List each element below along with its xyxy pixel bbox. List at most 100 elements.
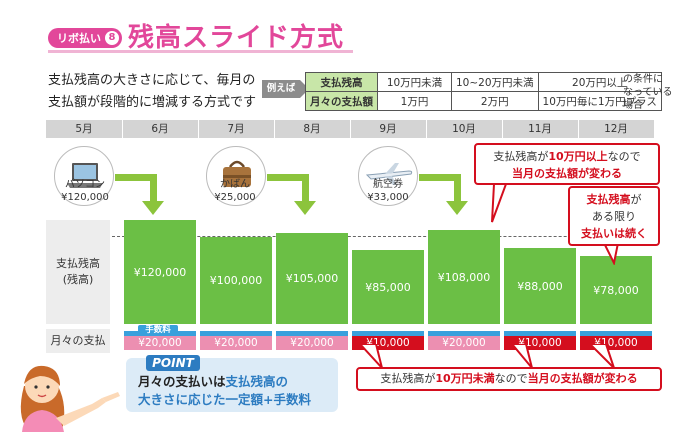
payment-label-box: 月々の支払 (46, 329, 110, 353)
month-label: 10月 (452, 123, 476, 135)
title-underline (48, 50, 353, 53)
month-label: 6月 (151, 123, 169, 135)
payment-bar: ¥20,000 (200, 336, 272, 350)
conditions-table: 支払残高 10万円未満 10~20万円未満 20万円以上 月々の支払額 1万円 … (305, 72, 662, 111)
callout-text: 支払残高が (380, 372, 436, 385)
balance-bar: ¥100,000 (200, 237, 272, 324)
conditions-row-head: 支払残高 (305, 72, 378, 92)
callout-text: なので (607, 150, 641, 163)
fee-strip (580, 331, 652, 336)
purchase-amount: ¥33,000 (367, 192, 409, 203)
arrow-down-icon (142, 201, 164, 215)
month-label: 7月 (227, 123, 245, 135)
woman-illustration (20, 365, 120, 432)
purchase-amount: ¥120,000 (61, 192, 109, 203)
month-label: 5月 (75, 123, 93, 135)
intro-line-1: 支払残高の大きさに応じて、毎月の (48, 73, 256, 88)
conditions-cell: 10万円未満 (377, 72, 452, 92)
callout-c-pointers (358, 344, 615, 369)
intro-text: 支払残高の大きさに応じて、毎月の 支払額が段階的に増減する方式です (48, 70, 258, 114)
month-divider (198, 120, 199, 138)
payment-bar: ¥20,000 (428, 336, 500, 350)
point-badge: POINT (146, 355, 200, 371)
conditions-cell: 10~20万円未満 (451, 72, 539, 92)
balance-bar: ¥108,000 (428, 230, 500, 324)
balance-value: ¥88,000 (517, 279, 563, 293)
purchase-label: パソコン ¥120,000 (50, 178, 120, 204)
callout-continues: 支払残高が ある限り 支払いは続く (568, 186, 660, 246)
callout-a-line-1: 支払残高が10万円以上なので (476, 148, 658, 165)
arrow-down-icon (446, 201, 468, 215)
conditions-row-head: 月々の支払額 (305, 91, 378, 111)
arrow-shaft (115, 174, 157, 181)
balance-label-box: 支払残高 (残高) (46, 220, 110, 324)
section-badge-label: リボ払い (57, 32, 101, 45)
balance-bar: ¥85,000 (352, 250, 424, 324)
callout-balance-under: 支払残高が10万円未満なので当月の支払額が変わる (356, 367, 662, 391)
point-text-highlight: 大きさに応じた一定額+手数料 (138, 392, 311, 407)
arrow-down-icon (294, 201, 316, 215)
callout-b-pointer (602, 243, 620, 265)
arrow-shaft (267, 174, 309, 181)
month-divider (426, 120, 427, 138)
conditions-note: の条件に なっている 場合 (623, 73, 683, 112)
intro-line-2: 支払額が段階的に増減する方式です (48, 95, 257, 110)
conditions-note-line: の条件に (623, 74, 663, 85)
fee-strip (200, 331, 272, 336)
purchase-label: かばん ¥25,000 (200, 178, 270, 204)
laptop-icon (54, 146, 114, 206)
callout-highlight: 10万円以上 (548, 150, 608, 163)
conditions-row: 月々の支払額 1万円 2万円 10万円毎に1万円プラス (305, 91, 662, 111)
page-title: 残高スライド方式 (128, 23, 345, 53)
callout-highlight: 支払残高 (586, 193, 631, 206)
callout-text: なので (494, 372, 528, 385)
balance-bar: ¥78,000 (580, 256, 652, 324)
callout-highlight: 当月の支払額が変わる (512, 167, 622, 180)
balance-bar: ¥120,000 (124, 220, 196, 324)
purchase-item: パソコン (65, 179, 105, 190)
fee-strip (428, 331, 500, 336)
arrow-shaft (454, 174, 461, 202)
purchase-item: かばん (220, 179, 250, 190)
fee-strip (276, 331, 348, 336)
month-divider (578, 120, 579, 138)
month-label: 11月 (528, 123, 552, 135)
section-badge: リボ払い 8 (48, 28, 122, 48)
balance-value: ¥108,000 (437, 270, 491, 284)
airplane-icon (358, 146, 418, 206)
example-arrow: 例えば (262, 80, 309, 98)
bag-icon (206, 146, 266, 206)
arrow-shaft (419, 174, 461, 181)
conditions-cell: 10万円毎に1万円プラス (537, 91, 662, 111)
balance-bar: ¥105,000 (276, 233, 348, 324)
point-line-1: 月々の支払いは支払残高の (138, 373, 334, 391)
arrow-shaft (302, 174, 309, 202)
callout-b-line-1: 支払残高が (570, 191, 658, 208)
balance-bar: ¥88,000 (504, 248, 576, 324)
callout-text: ある限り (592, 210, 636, 223)
balance-label-line: 支払残高 (56, 257, 100, 270)
balance-value: ¥100,000 (209, 274, 263, 287)
payment-bar: ¥20,000 (276, 336, 348, 350)
point-text: 月々の支払いは支払残高の 大きさに応じた一定額+手数料 (138, 373, 334, 409)
conditions-note-line: 場合 (623, 100, 643, 111)
callout-text: が (630, 193, 642, 206)
purchase-item: 航空券 (373, 179, 403, 190)
callout-highlight: 10万円未満 (435, 372, 495, 385)
month-label: 12月 (604, 123, 628, 135)
callout-highlight: 支払いは続く (581, 227, 647, 240)
balance-value: ¥85,000 (365, 280, 411, 294)
month-label: 9月 (379, 123, 397, 135)
conditions-row: 支払残高 10万円未満 10~20万円未満 20万円以上 (305, 72, 662, 92)
month-divider (350, 120, 351, 138)
month-divider (122, 120, 123, 138)
conditions-note-line: なっている (623, 87, 673, 98)
conditions-cell: 2万円 (451, 91, 539, 111)
arrow-shaft (150, 174, 157, 202)
balance-value: ¥120,000 (133, 265, 187, 279)
callout-highlight: 当月の支払額が変わる (527, 372, 638, 385)
callout-a-pointer (491, 184, 508, 223)
purchase-label: 航空券 ¥33,000 (353, 178, 423, 204)
section-badge-number: 8 (105, 31, 119, 45)
month-label: 8月 (303, 123, 321, 135)
